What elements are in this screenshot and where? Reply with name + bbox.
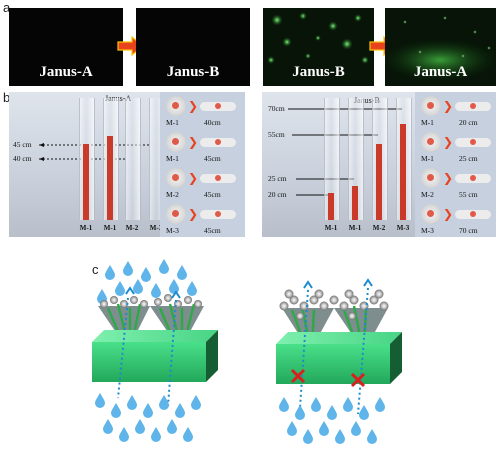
schematic-left: [92, 259, 218, 442]
chevron-right-icon: ❯: [443, 135, 454, 149]
fluorescence-tile-janus-b-1: Janus-B: [136, 8, 250, 86]
water-drop-marker: [427, 138, 434, 145]
water-drop-marker: [172, 138, 179, 145]
chevron-right-icon: ❯: [443, 171, 454, 185]
fluorescent-haze: [385, 16, 496, 82]
water-droplets-bottom: [279, 397, 385, 444]
tube-label: M-3: [396, 224, 410, 232]
fluorescence-tile-janus-b-2: Janus-B: [263, 8, 374, 86]
tube-label: M-2: [372, 224, 386, 232]
water-column: [107, 136, 113, 220]
tube-label: M-1: [103, 224, 117, 232]
photo-title: Janus-B: [354, 96, 380, 105]
height-value: 70 cm: [459, 226, 478, 235]
water-drop-marker: [427, 174, 434, 181]
fluorescence-tile-janus-a-2: Janus-A: [385, 8, 496, 86]
chevron-right-icon: ❯: [188, 99, 199, 113]
tube-label: M-1: [324, 224, 338, 232]
water-column: [328, 193, 334, 220]
schematic-right: [276, 278, 402, 444]
water-drop-marker: [172, 102, 179, 109]
panel-a-label: a: [3, 0, 11, 15]
height-label-20: 20 cm: [268, 190, 287, 199]
water-column: [83, 144, 89, 220]
water-column: [400, 124, 406, 220]
height-label-70: 70cm: [268, 104, 285, 113]
chevron-right-icon: ❯: [443, 99, 454, 113]
panel-b-label: b: [3, 90, 11, 105]
membrane-label: M-1: [166, 154, 179, 163]
fluorescent-dots: [267, 12, 369, 64]
membrane-label: M-1: [421, 118, 434, 127]
membrane-label: M-1: [166, 118, 179, 127]
side-panel-janus-a: ❯ M-1 40cm ❯ M-1 45cm ❯ M-2 45cm ❯ M-3 45cm: [160, 92, 245, 237]
water-drop-marker: [172, 210, 179, 217]
chevron-right-icon: ❯: [188, 207, 199, 221]
water-drop-marker: [427, 102, 434, 109]
blocked-cross-icon: [290, 368, 366, 388]
height-value: 40cm: [204, 118, 221, 127]
membrane-label: M-2: [421, 190, 434, 199]
height-label-55: 55cm: [268, 130, 285, 139]
tube-label: M-3: [149, 224, 163, 232]
membrane-label: M-3: [421, 226, 434, 235]
water-drop-marker: [215, 139, 221, 145]
panel-c-label: c: [92, 262, 99, 277]
tube-label: M-1: [79, 224, 93, 232]
chevron-right-icon: ❯: [188, 135, 199, 149]
water-drop-marker: [215, 175, 221, 181]
height-value: 45cm: [204, 190, 221, 199]
side-panel-janus-b: ❯ M-1 20 cm ❯ M-1 25 cm ❯ M-2 55 cm ❯ M-3 70 cm: [415, 92, 496, 237]
tile-caption: Janus-B: [166, 64, 220, 80]
height-value: 20 cm: [459, 118, 478, 127]
height-value: 55 cm: [459, 190, 478, 199]
water-column: [352, 186, 358, 220]
membrane-label: M-3: [166, 226, 179, 235]
water-drop-marker: [470, 139, 476, 145]
height-value: 45cm: [204, 154, 221, 163]
glass-tube: [324, 98, 340, 220]
glass-tube: [125, 98, 141, 220]
height-value: 45cm: [204, 226, 221, 235]
tile-caption: Janus-A: [39, 64, 93, 80]
tube-label: M-1: [348, 224, 362, 232]
water-drop-marker: [470, 175, 476, 181]
water-droplets-bottom: [95, 393, 201, 442]
water-column: [376, 144, 382, 220]
water-drop-marker: [215, 211, 221, 217]
chevron-right-icon: ❯: [443, 207, 454, 221]
height-label-45: 45 cm: [13, 140, 32, 149]
water-drop-marker: [470, 103, 476, 109]
membrane-label: M-2: [166, 190, 179, 199]
tile-caption: Janus-B: [292, 64, 345, 80]
membrane-label: M-1: [421, 154, 434, 163]
height-label-25: 25 cm: [268, 174, 287, 183]
tube-label: M-2: [125, 224, 139, 232]
height-label-40: 40 cm: [13, 154, 32, 163]
height-value: 25 cm: [459, 154, 478, 163]
water-drop-marker: [215, 103, 221, 109]
water-drop-marker: [470, 211, 476, 217]
water-drop-marker: [172, 174, 179, 181]
tile-caption: Janus-A: [413, 64, 468, 80]
fluorescence-tile-janus-a-1: Janus-A: [9, 8, 123, 86]
chevron-right-icon: ❯: [188, 171, 199, 185]
schematic-diagram: [92, 259, 402, 444]
water-drop-marker: [427, 210, 434, 217]
